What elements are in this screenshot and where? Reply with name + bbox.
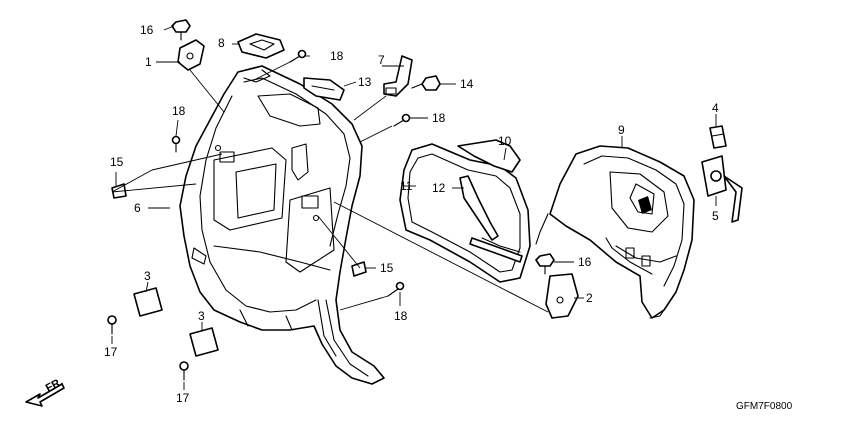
grommet-8-part: [237, 33, 285, 59]
lid-seal-part: [459, 175, 523, 263]
callout-14: 14: [460, 77, 474, 91]
bracket-13-part: [303, 77, 345, 101]
cover-3-a-part: [133, 287, 163, 317]
callout-11: 11: [400, 179, 413, 193]
callout-15-left: 15: [110, 155, 124, 169]
callout-1: 1: [145, 55, 152, 69]
callout-numbers: 16 1 8 18 18 15 6 13 7 14 18 10 11 12 9 …: [104, 23, 719, 405]
callout-10: 10: [498, 134, 512, 148]
callout-3-right: 3: [198, 309, 205, 323]
callout-6: 6: [134, 201, 141, 215]
top-seal-part: [457, 139, 521, 173]
leader-lines: [111, 25, 717, 390]
bolt-16-top-part: [171, 19, 191, 41]
bolt-14-part: [411, 75, 441, 91]
callout-2: 2: [586, 291, 593, 305]
callout-17-right: 17: [176, 391, 190, 405]
cover-3-b-part: [189, 327, 219, 357]
callout-18-mid: 18: [432, 111, 446, 125]
callout-13: 13: [358, 75, 372, 89]
diagram-code: GFM7F0800: [736, 401, 793, 412]
latch-bracket-7-part: [383, 55, 413, 97]
clip-4-part: [709, 125, 727, 149]
callout-15-right: 15: [380, 261, 394, 275]
callout-17-left: 17: [104, 345, 118, 359]
clip-15-b-part: [351, 261, 367, 277]
lid-part: [535, 145, 695, 319]
callout-16-bottom: 16: [578, 255, 592, 269]
screw-18-c-part: [393, 113, 411, 127]
screw-17-a-part: [107, 315, 117, 335]
callout-18-left: 18: [172, 104, 186, 118]
callout-9: 9: [618, 123, 625, 137]
callout-8: 8: [218, 36, 225, 50]
screw-18-b-part: [171, 135, 181, 153]
callout-5: 5: [712, 209, 719, 223]
callout-3-left: 3: [144, 269, 151, 283]
screw-18-d-part: [387, 281, 405, 297]
inner-box-part: [179, 65, 385, 385]
callout-12: 12: [432, 181, 446, 195]
bolt-16-bottom-part: [535, 253, 555, 275]
lock-5-part: [701, 155, 743, 223]
callout-18-top: 18: [330, 49, 344, 63]
callout-16-top: 16: [140, 23, 154, 37]
front-arrow-icon: [25, 383, 65, 407]
callout-7: 7: [378, 53, 385, 67]
hinge-bracket-1-part: [177, 39, 205, 71]
front-arrow: FR.: [25, 376, 65, 407]
screw-17-b-part: [179, 361, 189, 381]
callout-18-bottom: 18: [394, 309, 408, 323]
screw-18-a-part: [289, 49, 307, 63]
callout-4: 4: [712, 101, 719, 115]
hinge-bracket-2-part: [545, 273, 579, 319]
front-label: FR.: [44, 376, 65, 395]
